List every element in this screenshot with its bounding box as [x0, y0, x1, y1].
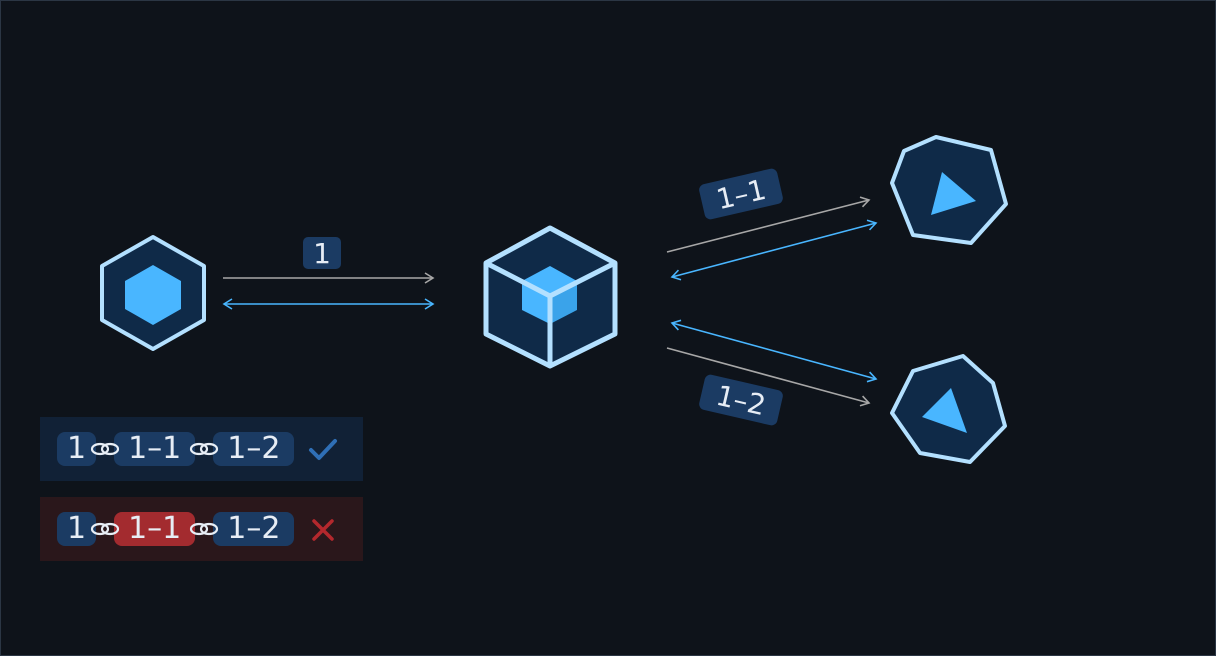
- edge-1-1-label: 1–1: [699, 168, 783, 220]
- source-node-icon: [100, 235, 206, 351]
- edge-1-2-return-arrow: [670, 319, 878, 383]
- link-icon: [90, 442, 120, 456]
- link-icon: [190, 522, 219, 536]
- edge-1-label-text: 1: [313, 237, 331, 270]
- invalid-chain-row: 1 1–1 1–2: [40, 497, 363, 561]
- edge-1-2-label: 1–2: [699, 374, 783, 426]
- chain-chip: 1: [57, 432, 97, 466]
- chain-chip-error: 1–1: [114, 512, 196, 546]
- edge-1-2-forward-arrow: [666, 347, 871, 407]
- edge-1-2-label-text: 1–2: [713, 379, 769, 422]
- valid-chain-row: 1 1–1 1–2: [40, 417, 363, 481]
- edge-1-1-return-arrow: [670, 219, 878, 281]
- valid-chain-chips: 1 1–1 1–2: [57, 432, 295, 466]
- hub-cube-icon: [483, 225, 618, 369]
- edge-1-1-forward-arrow: [666, 196, 871, 253]
- invalid-chain-chips: 1 1–1 1–2: [57, 512, 295, 546]
- target-node-1-1-icon: [890, 135, 1008, 245]
- cross-icon: [312, 519, 334, 541]
- chain-chip: 1–1: [114, 432, 196, 466]
- edge-1-label: 1: [303, 237, 341, 270]
- target-node-1-2-icon: [890, 354, 1007, 464]
- link-icon: [190, 442, 219, 456]
- chain-chip: 1: [57, 512, 97, 546]
- check-icon: [309, 439, 337, 460]
- chain-chip: 1–2: [213, 512, 295, 546]
- edge-1-1-label-text: 1–1: [713, 173, 769, 216]
- link-icon: [90, 522, 120, 536]
- chain-chip: 1–2: [213, 432, 295, 466]
